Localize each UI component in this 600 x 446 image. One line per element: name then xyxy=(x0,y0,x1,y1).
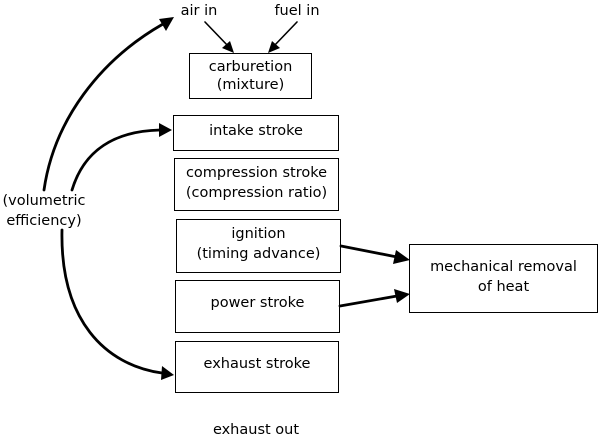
power-stroke-label: power stroke xyxy=(211,295,305,311)
carburetion-label: carburetion xyxy=(209,59,293,75)
volumetric-to-air-arrow xyxy=(42,17,174,192)
compression-stroke-label: compression stroke xyxy=(186,165,327,181)
heat-removal-sub-label: of heat xyxy=(478,279,530,295)
intake-stroke-box: intake stroke xyxy=(173,115,339,151)
fuel-in-label: fuel in xyxy=(274,3,319,19)
carburetion-box: carburetion (mixture) xyxy=(189,53,312,99)
volumetric-efficiency-sub-label: efficiency) xyxy=(6,213,81,229)
carburetion-sub-label: (mixture) xyxy=(217,77,285,93)
air-in-label: air in xyxy=(181,3,218,19)
volumetric-to-exhaust-arrow xyxy=(60,228,174,380)
ignition-to-heat-arrow xyxy=(339,244,410,264)
volumetric-to-intake-arrow xyxy=(70,123,172,192)
power-stroke-box: power stroke xyxy=(175,280,340,333)
exhaust-out-label: exhaust out xyxy=(213,422,299,438)
exhaust-stroke-label: exhaust stroke xyxy=(204,356,311,372)
volumetric-efficiency-label: (volumetric xyxy=(2,193,85,209)
intake-stroke-label: intake stroke xyxy=(209,123,303,139)
ignition-label: ignition xyxy=(231,226,285,242)
air-to-carburetion-arrow xyxy=(204,21,234,53)
fuel-to-carburetion-arrow xyxy=(268,21,298,53)
heat-removal-label: mechanical removal xyxy=(430,259,577,275)
heat-removal-box: mechanical removal of heat xyxy=(409,244,598,313)
power-to-heat-arrow xyxy=(338,289,410,308)
timing-advance-label: (timing advance) xyxy=(197,246,321,262)
exhaust-stroke-box: exhaust stroke xyxy=(175,341,339,393)
compression-ratio-label: (compression ratio) xyxy=(186,185,327,201)
compression-stroke-box: compression stroke (compression ratio) xyxy=(174,158,339,211)
ignition-box: ignition (timing advance) xyxy=(176,219,341,273)
